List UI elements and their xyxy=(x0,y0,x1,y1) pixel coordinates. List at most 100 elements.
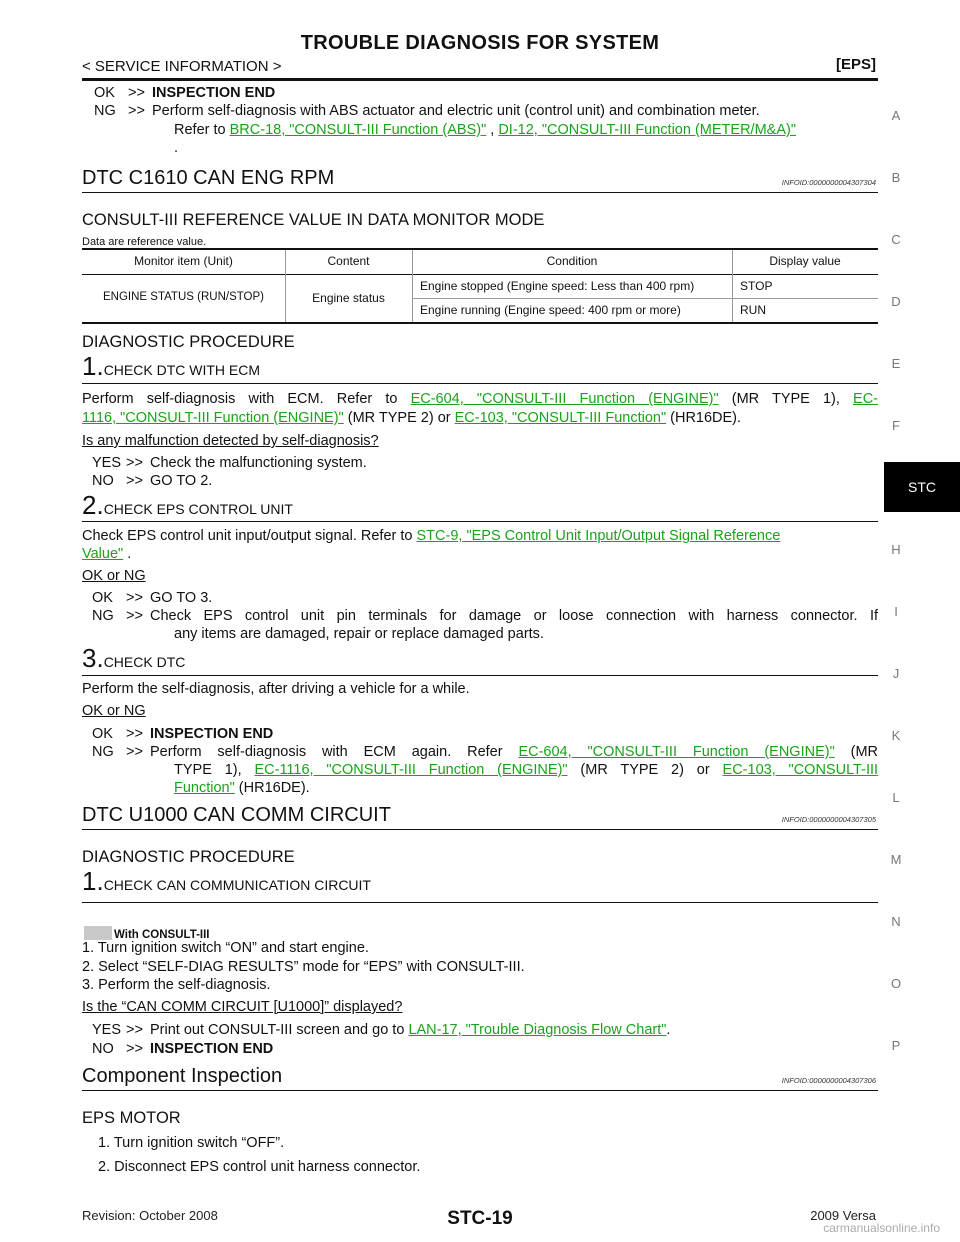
stc-9-link-a[interactable]: STC-9, "EPS Control Unit Input/Output Si… xyxy=(416,528,781,544)
watermark: carmanualsonline.info xyxy=(823,1221,940,1235)
top-ng-line: NG>>Perform self-diagnosis with ABS actu… xyxy=(94,103,760,119)
revision-date: Revision: October 2008 xyxy=(82,1208,218,1223)
step1-question: Is any malfunction detected by self-diag… xyxy=(82,433,379,449)
cell-item: ENGINE STATUS (RUN/STOP) xyxy=(102,291,264,303)
section-rule xyxy=(82,829,878,830)
eps-motor-heading: EPS MOTOR xyxy=(82,1109,181,1127)
model-year: 2009 Versa xyxy=(810,1208,876,1223)
step-rule xyxy=(82,902,878,903)
step2-heading: 2.CHECK EPS CONTROL UNIT xyxy=(82,490,293,520)
sidebar-tab-a[interactable]: A xyxy=(891,108,901,123)
step3-ng-cont2: Function" (HR16DE). xyxy=(174,780,310,796)
top-ok-line: OK>>INSPECTION END xyxy=(94,85,276,101)
step1-no: NO>>GO TO 2. xyxy=(92,473,213,489)
stc-9-link-b[interactable]: Value" xyxy=(82,546,124,562)
u1000-item-1: 1. Turn ignition switch “ON” and start e… xyxy=(82,940,369,956)
component-inspection-heading: Component Inspection xyxy=(82,1065,283,1087)
ec-1116-link-b[interactable]: 1116, "CONSULT-III Function (ENGINE)" xyxy=(82,410,344,426)
top-ng-refs: Refer to BRC-18, "CONSULT-III Function (… xyxy=(174,122,796,138)
u1000-step1-heading: 1.CHECK CAN COMMUNICATION CIRCUIT xyxy=(82,866,371,896)
reference-note: Data are reference value. xyxy=(82,236,207,248)
sidebar-tab-e[interactable]: E xyxy=(891,356,901,371)
step-rule xyxy=(82,521,878,522)
cell-value-stop: STOP xyxy=(740,279,773,293)
sidebar-tab-b[interactable]: B xyxy=(891,170,901,185)
system-tag: [EPS] xyxy=(835,56,876,73)
infoid-u1000: INFOID:0000000004307305 xyxy=(781,815,876,824)
brc-18-link[interactable]: BRC-18, "CONSULT-III Function (ABS)" xyxy=(229,122,487,138)
di-12-link[interactable]: DI-12, "CONSULT-III Function (METER/M&A)… xyxy=(498,122,796,138)
ec-1116-link-2[interactable]: EC-1116, "CONSULT-III Function (ENGINE)" xyxy=(254,762,568,778)
component-item-2: 2. Disconnect EPS control unit harness c… xyxy=(98,1159,421,1175)
sidebar-tab-l[interactable]: L xyxy=(892,790,900,805)
th-monitor-item: Monitor item (Unit) xyxy=(134,254,233,268)
cell-condition-run: Engine running (Engine speed: 400 rpm or… xyxy=(420,303,681,317)
sidebar-tab-o[interactable]: O xyxy=(890,976,902,991)
step2-ok: OK>>GO TO 3. xyxy=(92,590,213,606)
step1-instruction-cont: 1116, "CONSULT-III Function (ENGINE)" (M… xyxy=(82,410,742,426)
top-period: . xyxy=(174,140,179,156)
u1000-question: Is the “CAN COMM CIRCUIT [U1000]” displa… xyxy=(82,999,403,1015)
infoid-c1610: INFOID:0000000004307304 xyxy=(781,178,876,187)
step3-ng-cont: TYPE 1), EC-1116, "CONSULT-III Function … xyxy=(174,762,879,778)
sidebar-tab-p[interactable]: P xyxy=(891,1038,901,1053)
step1-heading: 1.CHECK DTC WITH ECM xyxy=(82,351,261,381)
sidebar-tab-j[interactable]: J xyxy=(892,666,900,681)
ec-103-link-2b[interactable]: Function" xyxy=(174,780,235,796)
step3-question: OK or NG xyxy=(82,703,146,719)
step2-question: OK or NG xyxy=(82,568,146,584)
step2-instruction: Check EPS control unit input/output sign… xyxy=(82,528,781,544)
ec-604-link-2[interactable]: EC-604, "CONSULT-III Function (ENGINE)" xyxy=(518,744,835,760)
ec-103-link-2a[interactable]: EC-103, "CONSULT-III xyxy=(722,762,879,778)
sidebar-tab-f[interactable]: F xyxy=(892,418,900,433)
u1000-yes: YES>>Print out CONSULT-III screen and go… xyxy=(92,1022,671,1038)
section-rule xyxy=(82,192,878,193)
consult-tool-icon xyxy=(84,926,112,940)
cell-value-run: RUN xyxy=(740,303,766,317)
sidebar-tab-n[interactable]: N xyxy=(891,914,901,929)
step1-instruction: Perform self-diagnosis with ECM. Refer t… xyxy=(82,391,879,407)
ec-1116-link-a[interactable]: EC- xyxy=(853,391,879,407)
sidebar-tab-i[interactable]: I xyxy=(894,604,898,619)
reference-value-heading: CONSULT-III REFERENCE VALUE IN DATA MONI… xyxy=(82,211,545,229)
step3-ng: NG>>Perform self-diagnosis with ECM agai… xyxy=(92,744,878,760)
th-condition: Condition xyxy=(546,254,598,268)
section-breadcrumb: < SERVICE INFORMATION > xyxy=(82,58,282,75)
step-rule xyxy=(82,383,878,384)
sidebar-tab-m[interactable]: M xyxy=(890,852,902,867)
step-rule xyxy=(82,675,878,676)
u1000-item-3: 3. Perform the self-diagnosis. xyxy=(82,977,271,993)
page-number: STC-19 xyxy=(447,1208,513,1229)
u1000-item-2: 2. Select “SELF-DIAG RESULTS” mode for “… xyxy=(82,959,525,975)
u1000-no: NO>>INSPECTION END xyxy=(92,1041,274,1057)
th-content: Content xyxy=(327,254,370,268)
step2-ng: NG>>Check EPS control unit pin terminals… xyxy=(92,608,878,624)
dtc-c1610-heading: DTC C1610 CAN ENG RPM xyxy=(82,167,335,189)
sidebar-tab-c[interactable]: C xyxy=(891,232,901,247)
sidebar-tab-h[interactable]: H xyxy=(891,542,901,557)
diagnostic-procedure-heading: DIAGNOSTIC PROCEDURE xyxy=(82,333,295,351)
page-title: TROUBLE DIAGNOSIS FOR SYSTEM xyxy=(300,32,660,54)
step2-ng-cont: any items are damaged, repair or replace… xyxy=(174,626,544,642)
sidebar-tab-d[interactable]: D xyxy=(891,294,901,309)
step3-heading: 3.CHECK DTC xyxy=(82,643,186,673)
sidebar-tab-stc-active[interactable]: STC xyxy=(884,462,960,512)
th-display-value: Display value xyxy=(769,254,841,268)
lan-17-link[interactable]: LAN-17, "Trouble Diagnosis Flow Chart" xyxy=(408,1022,667,1038)
sidebar-tab-k[interactable]: K xyxy=(891,728,901,743)
component-item-1: 1. Turn ignition switch “OFF”. xyxy=(98,1135,285,1151)
step1-yes: YES>>Check the malfunctioning system. xyxy=(92,455,367,471)
header-rule xyxy=(82,78,878,81)
infoid-component: INFOID:0000000004307306 xyxy=(781,1076,876,1085)
step2-instruction-cont: Value" . xyxy=(82,546,132,562)
dtc-u1000-heading: DTC U1000 CAN COMM CIRCUIT xyxy=(82,804,391,826)
cell-condition-stop: Engine stopped (Engine speed: Less than … xyxy=(420,279,695,293)
reference-table: Monitor item (Unit) Content Condition Di… xyxy=(82,248,878,324)
ec-103-link[interactable]: EC-103, "CONSULT-III Function" xyxy=(454,410,667,426)
cell-content: Engine status xyxy=(312,291,385,305)
ec-604-link[interactable]: EC-604, "CONSULT-III Function (ENGINE)" xyxy=(410,391,719,407)
consult-label: With CONSULT-III xyxy=(84,925,210,943)
step3-instruction: Perform the self-diagnosis, after drivin… xyxy=(82,681,470,697)
section-rule xyxy=(82,1090,878,1091)
diagnostic-procedure-heading-2: DIAGNOSTIC PROCEDURE xyxy=(82,848,295,866)
